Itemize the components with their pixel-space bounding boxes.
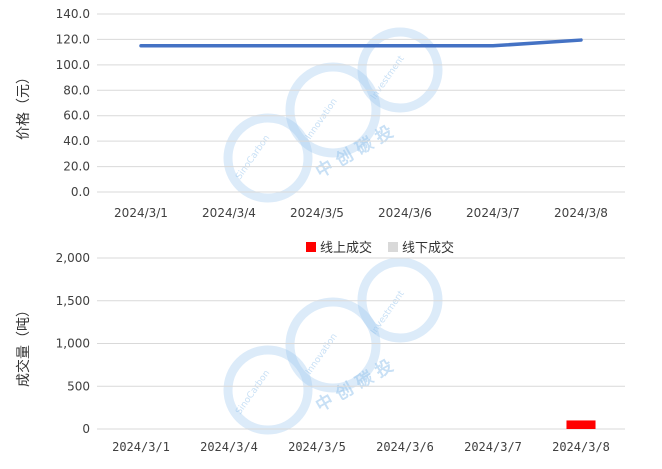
volume-chart-legend: 线上成交 线下成交 <box>306 240 454 256</box>
watermark-text-en-1b: SinoCarbon <box>234 369 272 417</box>
legend-label: 线下成交 <box>402 240 454 256</box>
price-y-tick-label: 20.0 <box>63 160 90 174</box>
volume-x-tick-label: 2024/3/4 <box>200 440 258 454</box>
volume-chart-y-ticks: 0 500 1,000 1,500 2,000 <box>56 251 90 436</box>
volume-y-tick-label: 500 <box>67 379 90 393</box>
price-chart-gridlines <box>97 13 625 193</box>
volume-y-tick-label: 1,500 <box>56 294 90 308</box>
volume-x-tick-label: 2024/3/7 <box>464 440 522 454</box>
legend-label: 线上成交 <box>320 240 372 256</box>
price-chart-series <box>139 38 583 48</box>
price-chart-y-axis-title: 价格（元） <box>16 70 32 140</box>
volume-y-tick-label: 1,000 <box>56 337 90 351</box>
watermark-text-en-2b: Innovation <box>304 332 340 377</box>
price-x-tick-label: 2024/3/1 <box>114 206 168 220</box>
price-y-tick-label: 40.0 <box>63 134 90 148</box>
price-x-tick-label: 2024/3/5 <box>290 206 344 220</box>
legend-swatch <box>388 242 398 252</box>
price-x-tick-label: 2024/3/6 <box>378 206 432 220</box>
watermark-text-en-2: Innovation <box>304 97 340 142</box>
price-y-tick-label: 120.0 <box>56 32 90 46</box>
price-series-line <box>139 38 583 48</box>
volume-y-tick-label: 2,000 <box>56 251 90 265</box>
price-x-tick-label: 2024/3/4 <box>202 206 256 220</box>
watermark-logo-bottom: SinoCarbon Innovation Investment 中 创 碳 投 <box>223 257 443 435</box>
volume-x-tick-label: 2024/3/5 <box>288 440 346 454</box>
volume-chart-bars <box>566 420 596 429</box>
price-chart-y-ticks: 0.0 20.0 40.0 60.0 80.0 100.0 120.0 140.0 <box>56 7 90 199</box>
legend-swatch <box>306 242 316 252</box>
price-y-tick-label: 80.0 <box>63 83 90 97</box>
volume-chart-x-ticks: 2024/3/1 2024/3/4 2024/3/5 2024/3/6 2024/3/7… <box>112 440 610 454</box>
price-y-tick-label: 0.0 <box>71 185 90 199</box>
price-x-tick-label: 2024/3/7 <box>466 206 520 220</box>
price-y-tick-label: 60.0 <box>63 109 90 123</box>
watermark-text-en-3b: Investment <box>369 289 407 337</box>
volume-bar <box>566 420 596 429</box>
watermark-logo-top: SinoCarbon Innovation Investment 中 创 碳 投 <box>223 27 443 203</box>
volume-chart-gridlines <box>97 257 625 430</box>
price-x-tick-label: 2024/3/8 <box>554 206 608 220</box>
price-y-tick-label: 100.0 <box>56 58 90 72</box>
volume-x-tick-label: 2024/3/6 <box>376 440 434 454</box>
volume-chart-y-axis-title: 成交量（吨） <box>15 303 32 387</box>
volume-x-tick-label: 2024/3/8 <box>552 440 610 454</box>
price-chart-x-ticks: 2024/3/1 2024/3/4 2024/3/5 2024/3/6 2024/3/7… <box>114 206 608 220</box>
volume-y-tick-label: 0 <box>82 422 90 436</box>
price-y-tick-label: 140.0 <box>56 7 90 21</box>
watermark-text-en-3: Investment <box>369 54 407 102</box>
volume-x-tick-label: 2024/3/1 <box>112 440 170 454</box>
